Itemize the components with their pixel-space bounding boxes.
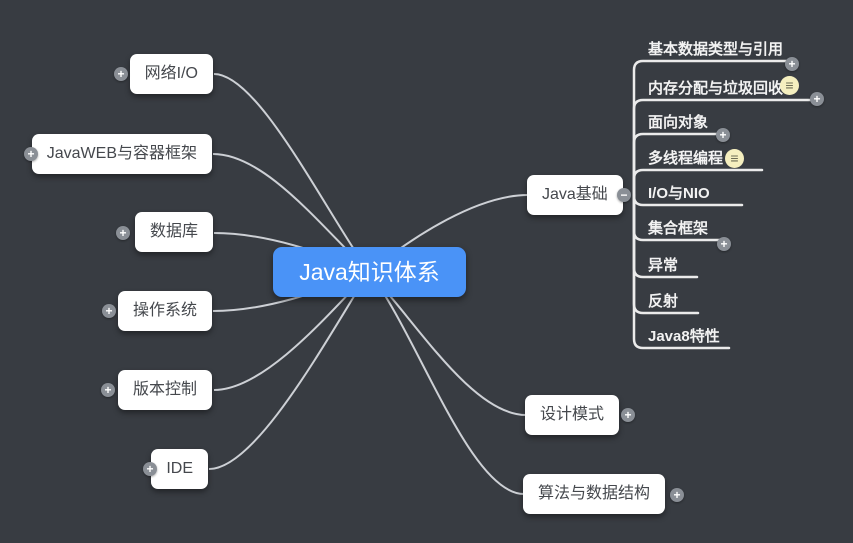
subtopic-collections[interactable]: 集合框架 — [648, 220, 709, 237]
branch-ide[interactable]: IDE — [151, 449, 208, 489]
branch-javaweb[interactable]: JavaWEB与容器框架 — [31, 134, 212, 174]
subtopic-reflection[interactable]: 反射 — [648, 293, 679, 310]
subtopic-io-nio[interactable]: I/O与NIO — [648, 185, 710, 202]
branch-database[interactable]: 数据库 — [134, 212, 213, 252]
subtopic-memory-gc[interactable]: 内存分配与垃圾回收 — [648, 80, 784, 97]
branch-os[interactable]: 操作系统 — [117, 291, 212, 331]
expand-icon[interactable]: + — [102, 304, 116, 318]
expand-icon[interactable]: + — [24, 147, 38, 161]
subtopic-primitive-types[interactable]: 基本数据类型与引用 — [648, 41, 784, 58]
branch-java-basics[interactable]: Java基础 — [527, 175, 623, 215]
expand-icon[interactable]: + — [621, 408, 635, 422]
expand-icon[interactable]: + — [670, 488, 684, 502]
childline-primitive-types — [632, 59, 793, 197]
notes-icon[interactable]: ≡ — [725, 149, 744, 168]
childline-memory-gc — [632, 98, 818, 197]
expand-icon[interactable]: + — [114, 67, 128, 81]
subtopic-multithreading[interactable]: 多线程编程 — [648, 150, 724, 167]
childline-java8 — [632, 193, 731, 350]
connector-algorithms — [368, 271, 525, 495]
expand-icon[interactable]: + — [785, 57, 799, 71]
connector-network-io — [213, 73, 370, 273]
branch-network-io[interactable]: 网络I/O — [129, 54, 213, 94]
expand-icon[interactable]: + — [101, 383, 115, 397]
collapse-icon[interactable]: − — [617, 188, 631, 202]
root-topic[interactable]: Java知识体系 — [273, 247, 466, 297]
subtopic-java8[interactable]: Java8特性 — [648, 328, 720, 345]
branch-version-control[interactable]: 版本控制 — [117, 370, 212, 410]
childline-oop — [632, 132, 724, 197]
subtopic-exceptions[interactable]: 异常 — [648, 257, 679, 274]
subtopic-oop[interactable]: 面向对象 — [648, 114, 709, 131]
branch-design-patterns[interactable]: 设计模式 — [525, 395, 620, 435]
expand-icon[interactable]: + — [810, 92, 824, 106]
branch-algorithms[interactable]: 算法与数据结构 — [523, 474, 666, 514]
expand-icon[interactable]: + — [143, 462, 157, 476]
childline-multithreading — [632, 168, 764, 197]
expand-icon[interactable]: + — [717, 237, 731, 251]
notes-icon[interactable]: ≡ — [780, 76, 799, 95]
connector-ide — [208, 271, 370, 470]
expand-icon[interactable]: + — [716, 128, 730, 142]
expand-icon[interactable]: + — [116, 226, 130, 240]
